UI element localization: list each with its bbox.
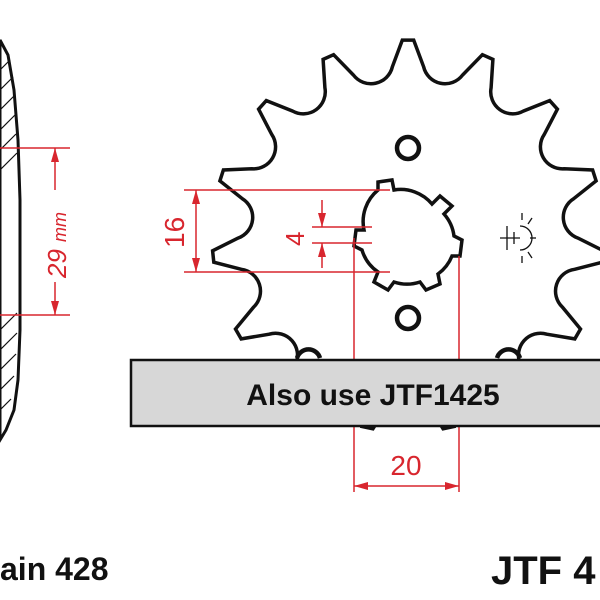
dimension-4-label: 4 (280, 232, 310, 246)
dimension-20-label: 20 (390, 450, 421, 481)
dimension-mm-unit: mm (50, 212, 70, 242)
dimension-29mm: 29 mm (0, 147, 72, 316)
dimension-20: 20 (354, 450, 459, 490)
mounting-hole-right-partial (494, 347, 523, 359)
part-number-label: JTF 4 (491, 549, 596, 593)
dimension-16-label: 16 (159, 217, 190, 248)
mounting-hole-top (394, 134, 422, 162)
dimension-29-label: 29 (42, 249, 72, 279)
mounting-hole-bottom (394, 304, 422, 332)
sun-icon (500, 213, 536, 263)
banner-text: Also use JTF1425 (246, 379, 499, 412)
mounting-hole-left-partial (294, 347, 323, 359)
side-profile (0, 39, 22, 443)
spline-hole (352, 178, 464, 293)
banner: Also use JTF1425 (129, 358, 600, 428)
chain-size-label: ain 428 (0, 551, 109, 587)
dimension-16: 16 (159, 189, 390, 273)
dimension-4: 4 (280, 200, 372, 268)
